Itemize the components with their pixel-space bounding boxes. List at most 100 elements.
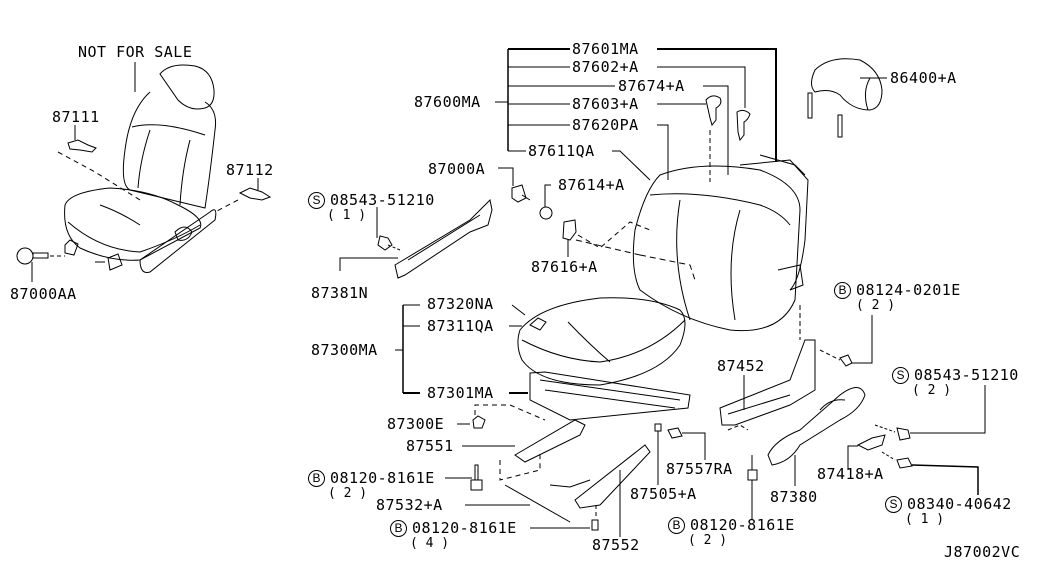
bracket-87600MA xyxy=(495,48,615,152)
part-label-87381N[interactable]: 87381N xyxy=(311,284,369,302)
fastener-label-08124-0201E[interactable]: 08124-0201E xyxy=(856,281,961,299)
clip-87616A xyxy=(562,219,577,241)
leader-87611QA xyxy=(612,150,651,181)
fastener-qty: ( 2 ) xyxy=(328,486,368,501)
dashed-87111 xyxy=(57,151,141,201)
clip-87557RA xyxy=(667,427,683,439)
leader-87601MA xyxy=(657,48,777,162)
rail-87552 xyxy=(574,444,651,509)
part-label-87674A[interactable]: 87674+A xyxy=(618,77,685,95)
fastener-qty: ( 1 ) xyxy=(905,512,945,527)
part-label-87532A[interactable]: 87532+A xyxy=(376,496,443,514)
part-label-87000A[interactable]: 87000A xyxy=(428,160,486,178)
fastener-qty: ( 2 ) xyxy=(688,533,728,548)
grommet-87614A xyxy=(539,206,553,220)
part-label-87112[interactable]: 87112 xyxy=(226,161,274,179)
fastener-symbol-b: B xyxy=(308,470,325,487)
screw-08543-51210-1 xyxy=(377,235,393,251)
part-label-87111[interactable]: 87111 xyxy=(52,108,100,126)
leader-08124-0201E xyxy=(852,315,873,364)
bolt-08120-8161E-right xyxy=(747,469,758,481)
part-label-87600MA[interactable]: 87600MA xyxy=(414,93,481,111)
handle-87418A xyxy=(856,434,886,451)
part-label-87620PA[interactable]: 87620PA xyxy=(572,116,639,134)
bolt-87000AA xyxy=(16,247,34,265)
guide-87602A xyxy=(736,109,751,142)
part-label-87505A[interactable]: 87505+A xyxy=(630,485,697,503)
headrest-86400A xyxy=(811,58,883,111)
part-label-87616A[interactable]: 87616+A xyxy=(531,258,598,276)
wire-87532A xyxy=(504,484,571,523)
bolt-87000A xyxy=(511,184,527,203)
fastener-qty: ( 1 ) xyxy=(327,208,367,223)
part-label-86400A[interactable]: 86400+A xyxy=(890,69,957,87)
leader-08340-40642 xyxy=(911,464,979,495)
fastener-label-08543-51210[interactable]: 08543-51210 xyxy=(330,191,435,209)
reference-code: J87002VC xyxy=(944,543,1021,561)
fastener-label-08340-40642[interactable]: 08340-40642 xyxy=(907,495,1012,513)
fastener-label-08120-8161E[interactable]: 08120-8161E xyxy=(412,519,517,537)
cushion-87300MA xyxy=(517,297,686,386)
clip-87112 xyxy=(238,187,272,201)
leader-87381N xyxy=(339,257,398,271)
clip-87300E xyxy=(472,415,486,429)
part-87505A xyxy=(654,423,662,432)
part-label-87551[interactable]: 87551 xyxy=(406,437,454,455)
leader-87620PA xyxy=(657,124,669,180)
part-label-87301MA[interactable]: 87301MA xyxy=(427,384,494,402)
leader-87602A xyxy=(657,66,746,108)
cover-87380 xyxy=(767,387,866,466)
leader-87418A xyxy=(847,445,858,470)
bolt-shank-87000AA xyxy=(32,252,49,259)
frame-87301MA xyxy=(529,371,691,421)
fastener-symbol-s: S xyxy=(885,496,902,513)
fastener-symbol-s: S xyxy=(892,367,909,384)
part-label-87601MA[interactable]: 87601MA xyxy=(572,40,639,58)
fastener-qty: ( 4 ) xyxy=(410,536,450,551)
fastener-qty: ( 2 ) xyxy=(912,383,952,398)
clip-87111 xyxy=(67,139,97,153)
part-label-87320NA[interactable]: 87320NA xyxy=(427,295,494,313)
bracket-87300MA xyxy=(395,304,420,394)
dashed-87112 xyxy=(214,199,239,213)
rail-87551 xyxy=(514,419,586,463)
part-label-87418A[interactable]: 87418+A xyxy=(817,465,884,483)
bolt-08120-8161E-center xyxy=(591,519,599,531)
part-label-87557RA[interactable]: 87557RA xyxy=(666,460,733,478)
leader-87614A xyxy=(544,184,551,207)
headrest-post-left xyxy=(807,92,813,119)
screw-08340-40642 xyxy=(896,457,913,469)
part-label-87614A[interactable]: 87614+A xyxy=(558,176,625,194)
part-label-87300E[interactable]: 87300E xyxy=(387,415,445,433)
part-label-87000AA[interactable]: 87000AA xyxy=(10,285,77,303)
finisher-87381N xyxy=(394,198,493,279)
fastener-label-08120-8161E[interactable]: 08120-8161E xyxy=(690,516,795,534)
fastener-symbol-b: B xyxy=(834,282,851,299)
part-label-87602A[interactable]: 87602+A xyxy=(572,58,639,76)
leader-87557RA xyxy=(682,432,706,460)
leader-08543-51210-2 xyxy=(910,385,986,434)
part-label-87300MA[interactable]: 87300MA xyxy=(311,341,378,359)
part-label-87452[interactable]: 87452 xyxy=(717,357,765,375)
part-label-87603A[interactable]: 87603+A xyxy=(572,95,639,113)
bolt-08124-0201E xyxy=(839,354,853,367)
guide-87603A xyxy=(705,95,722,127)
fastener-label-08120-8161E[interactable]: 08120-8161E xyxy=(330,469,435,487)
screw-08543-51210-2 xyxy=(896,427,911,441)
part-label-87380[interactable]: 87380 xyxy=(770,488,818,506)
part-label-87611QA[interactable]: 87611QA xyxy=(528,142,595,160)
leader-87320NA xyxy=(511,304,526,316)
leader-87674A xyxy=(703,85,729,175)
fastener-qty: ( 2 ) xyxy=(856,298,896,313)
bolt-08120-8161E-left xyxy=(474,464,479,481)
part-label-87311QA[interactable]: 87311QA xyxy=(427,317,494,335)
part-label-87552[interactable]: 87552 xyxy=(592,536,640,554)
seatback-87600MA xyxy=(575,154,809,332)
fastener-symbol-b: B xyxy=(668,517,685,534)
fastener-label-08543-51210[interactable]: 08543-51210 xyxy=(914,366,1019,384)
fastener-symbol-b: B xyxy=(390,520,407,537)
recliner-87452 xyxy=(719,339,816,426)
not-for-sale-label: NOT FOR SALE xyxy=(78,43,193,61)
